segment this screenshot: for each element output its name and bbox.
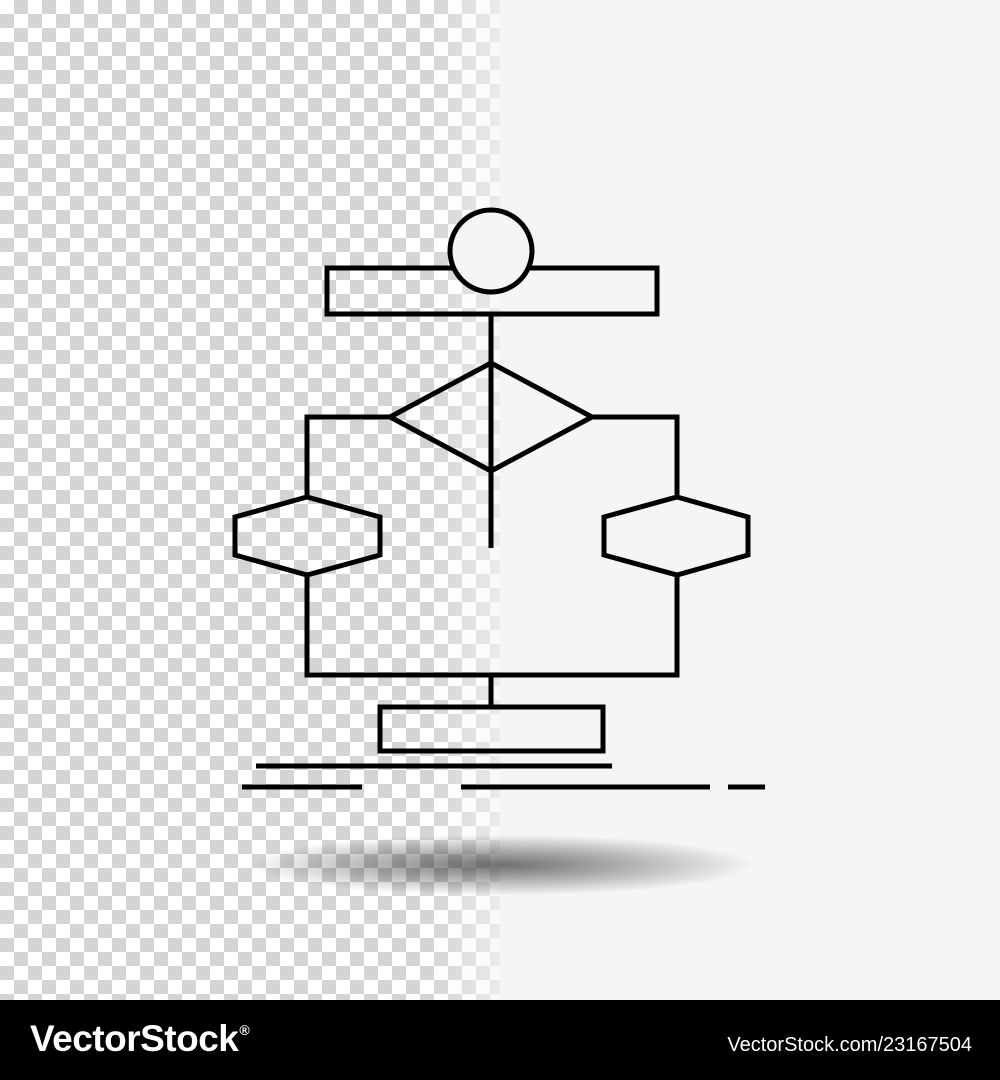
transparency-checkerboard	[0, 0, 500, 1000]
registered-mark: ®	[239, 1022, 250, 1038]
icon-drop-shadow	[250, 835, 750, 895]
image-id: VectorStock.com/23167504	[727, 1034, 972, 1056]
left-hexagon	[232, 494, 383, 578]
decision-diamond	[384, 360, 598, 474]
left-branch-line	[304, 414, 390, 497]
algorithm-flowchart-icon	[232, 207, 765, 790]
watermark-footer: VectorStock® VectorStock.com/23167504	[0, 1000, 1000, 1080]
brand-logo: VectorStock®	[30, 1018, 250, 1060]
brand-name: VectorStock	[30, 1018, 239, 1059]
checkerboard-fade	[430, 0, 520, 1000]
right-hexagon	[601, 494, 751, 578]
right-branch-line	[592, 414, 680, 497]
merge-loop-line	[304, 575, 680, 678]
start-circle	[447, 207, 535, 295]
bottom-process-bar	[377, 704, 606, 754]
preview-stage	[0, 0, 765, 1000]
